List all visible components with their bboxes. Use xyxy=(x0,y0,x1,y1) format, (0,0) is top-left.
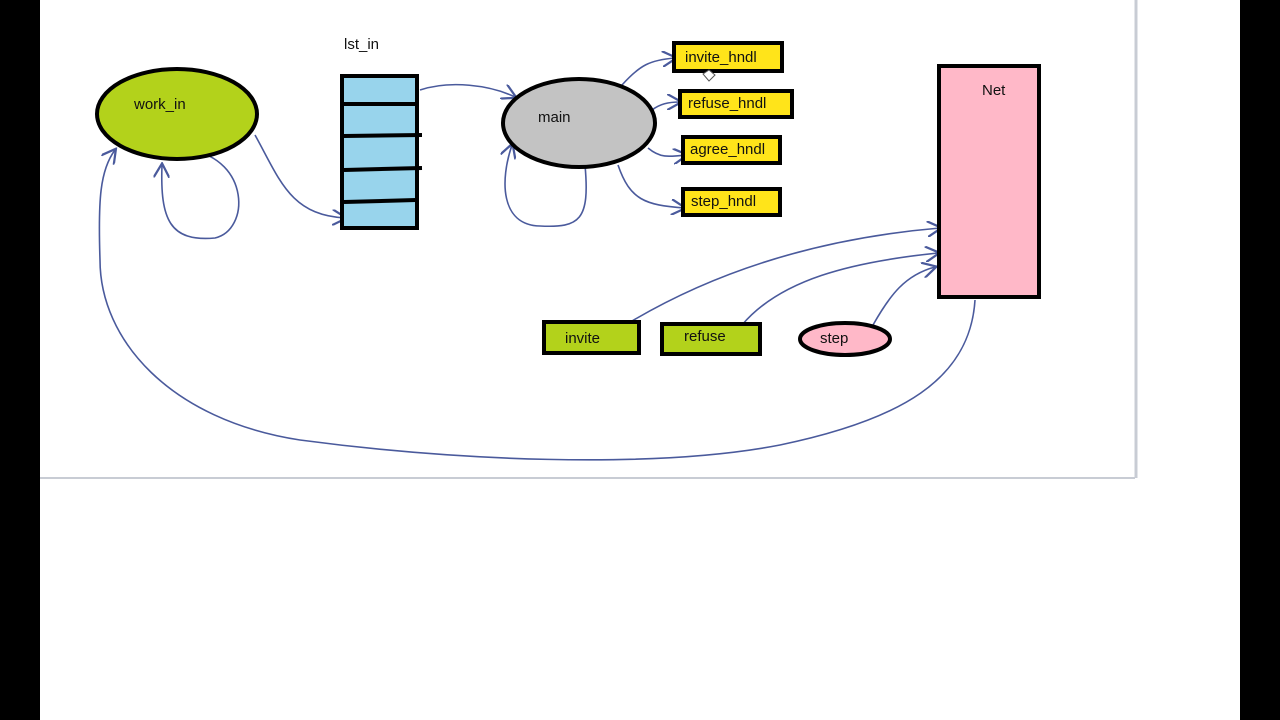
node-label: Net xyxy=(982,82,1006,99)
queue-divider xyxy=(343,133,423,138)
arrow-main-self-loop xyxy=(505,145,587,228)
arrow-main-to-step_hndl xyxy=(617,164,684,208)
arrow-work_in-to-lst_in xyxy=(254,134,345,218)
node-label: invite xyxy=(565,330,600,347)
arrow-net-to-work_in xyxy=(98,150,976,461)
node-label: refuse xyxy=(684,328,726,345)
arrow-main-to-refuse_hndl xyxy=(651,102,680,111)
node-label: agree_hndl xyxy=(690,141,765,158)
node-invite[interactable]: invite xyxy=(542,320,641,355)
node-label: work_in xyxy=(133,96,186,113)
node-label: lst_in xyxy=(344,36,379,53)
node-label: invite_hndl xyxy=(685,49,757,66)
cursor-icon xyxy=(702,69,716,82)
node-step_hndl[interactable]: step_hndl xyxy=(681,187,782,217)
node-lst_in[interactable]: lst_in xyxy=(340,36,423,230)
node-label: refuse_hndl xyxy=(688,95,766,112)
arrow-refuse-to-net xyxy=(741,253,938,326)
queue-divider xyxy=(343,166,423,172)
node-invite_hndl[interactable]: invite_hndl xyxy=(672,41,784,73)
arrow-work_in-self-loop xyxy=(162,149,240,240)
node-work_in[interactable]: work_in xyxy=(95,67,259,161)
queue-divider xyxy=(343,198,417,204)
arrow-invite-to-net xyxy=(626,228,940,325)
node-agree_hndl[interactable]: agree_hndl xyxy=(681,135,782,165)
node-step[interactable]: step xyxy=(798,321,892,357)
node-net[interactable]: Net xyxy=(937,64,1041,299)
arrow-step-to-net xyxy=(872,267,935,326)
arrow-lst_in-to-main xyxy=(419,83,515,97)
node-main[interactable]: main xyxy=(501,77,657,169)
node-label: main xyxy=(538,109,571,126)
node-label: step_hndl xyxy=(691,193,756,210)
node-label: step xyxy=(820,330,848,347)
arrow-main-to-invite_hndl xyxy=(621,58,675,86)
node-refuse[interactable]: refuse xyxy=(660,322,762,356)
arrow-main-to-agree_hndl xyxy=(647,147,686,156)
node-refuse_hndl[interactable]: refuse_hndl xyxy=(678,89,794,119)
connections xyxy=(98,58,976,461)
